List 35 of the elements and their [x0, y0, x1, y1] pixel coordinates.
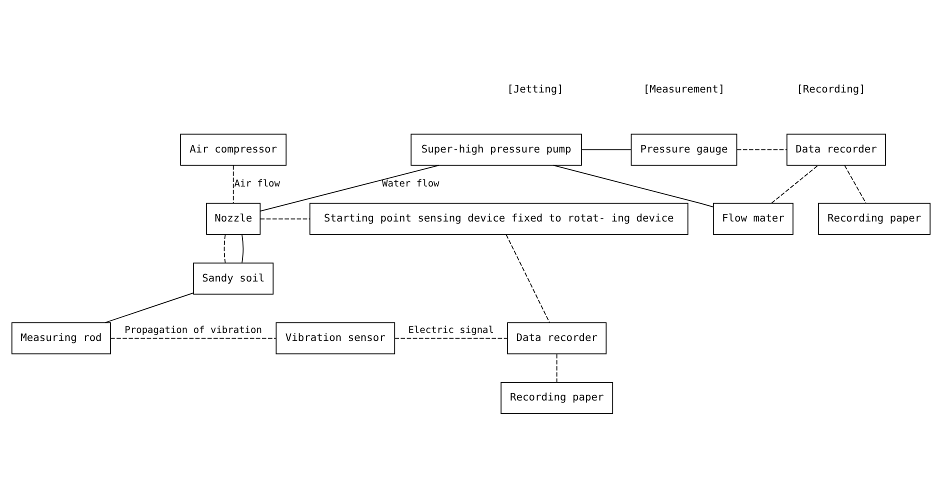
- label: [Recording]: [796, 84, 866, 96]
- node-box: Recording paper: [818, 202, 931, 235]
- connector: [736, 149, 788, 150]
- label: [Measurement]: [643, 84, 725, 96]
- node-box: Recording paper: [500, 382, 614, 414]
- connector: [844, 165, 866, 204]
- connector: [260, 164, 440, 212]
- node-box: Starting point sensing device fixed to rotat- ing device: [309, 202, 688, 235]
- edge-label: Electric signal: [408, 324, 494, 336]
- node-box: Sandy soil: [193, 262, 274, 295]
- connector: [242, 234, 244, 264]
- node-box: Flow mater: [712, 202, 794, 235]
- connector: [771, 165, 818, 204]
- edge-label: Propagation of vibration: [124, 324, 262, 336]
- node-box: Air compressor: [180, 134, 287, 166]
- label: [Jetting]: [507, 84, 564, 96]
- connector: [110, 338, 276, 339]
- node-box: Pressure gauge: [630, 134, 738, 166]
- node-box: Super-high pressure pump: [410, 134, 582, 166]
- node-box: Nozzle: [206, 202, 261, 235]
- node-box: Vibration sensor: [276, 322, 396, 354]
- connector: [581, 149, 632, 150]
- node-box: Data recorder: [507, 322, 607, 354]
- connector: [506, 234, 550, 324]
- edge-label: Air flow: [234, 178, 280, 190]
- connector: [556, 354, 558, 382]
- connector: [104, 292, 194, 324]
- node-box: Measuring rod: [11, 322, 111, 354]
- connector: [553, 164, 714, 208]
- connector: [224, 234, 226, 264]
- connector: [232, 165, 234, 204]
- connector: [394, 338, 508, 339]
- node-box: Data recorder: [786, 134, 886, 166]
- edge-label: Water flow: [382, 178, 440, 190]
- connector: [260, 218, 310, 220]
